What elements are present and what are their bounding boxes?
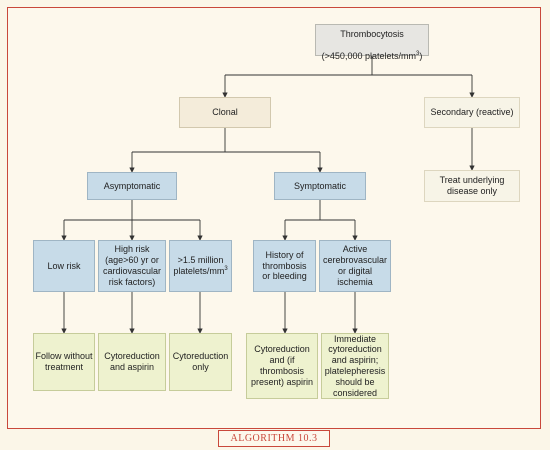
node-thrombocytosis: Thrombocytosis (>450,000 platelets/mm3) [315,24,429,61]
node-active-ischemia: Active cerebrovascular or digital ischem… [319,240,391,292]
node-immediate-cytoreduction: Immediate cytoreduction and aspirin; pla… [321,333,389,399]
root-subtitle: (>450,000 platelets/mm3) [321,50,423,61]
node-high-platelets: >1.5 million platelets/mm3 [169,240,232,292]
node-follow-without-treatment: Follow without treatment [33,333,95,391]
node-clonal: Clonal [179,97,271,128]
node-secondary-reactive: Secondary (reactive) [424,97,520,128]
root-title: Thrombocytosis [340,29,404,40]
node-cytoreduction-only: Cytoreduction only [169,333,232,391]
node-cytoreduction-if-thrombosis: Cytoreduction and (if thrombosis present… [246,333,318,399]
node-symptomatic: Symptomatic [274,172,366,200]
node-treat-underlying: Treat underlying disease only [424,170,520,202]
algorithm-caption: ALGORITHM 10.3 [218,430,330,447]
node-high-risk: High risk (age>60 yr or cardiovascular r… [98,240,166,292]
node-low-risk: Low risk [33,240,95,292]
node-cytoreduction-aspirin: Cytoreduction and aspirin [98,333,166,391]
node-asymptomatic: Asymptomatic [87,172,177,200]
node-history-thrombosis: History of thrombosis or bleeding [253,240,316,292]
